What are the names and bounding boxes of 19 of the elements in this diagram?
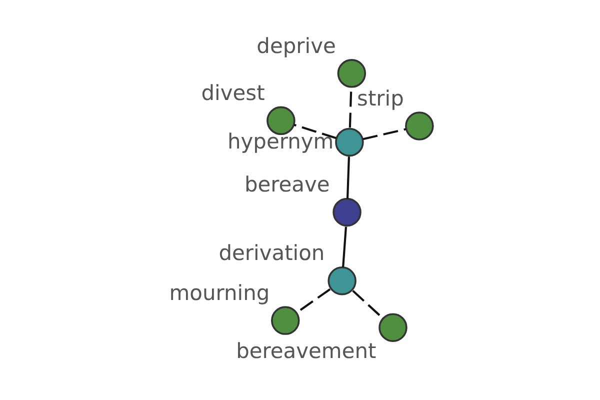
node-label: derivation	[218, 240, 325, 265]
node-circle	[378, 312, 408, 342]
connector	[346, 156, 350, 198]
node-label: divest	[201, 80, 265, 104]
node-circle	[405, 111, 434, 140]
node-circle	[337, 58, 366, 88]
node-circle	[335, 127, 364, 156]
connector	[294, 123, 337, 139]
node-circle	[328, 266, 356, 295]
node-label: bereave	[244, 172, 330, 196]
node-label: strip	[357, 86, 404, 110]
node-label: mourning	[169, 280, 270, 304]
connector	[342, 226, 348, 267]
node-label: bereavement	[236, 338, 376, 362]
node-circle	[271, 306, 300, 334]
node-label: deprive	[256, 33, 336, 58]
node-circle	[332, 197, 362, 226]
connector	[362, 128, 406, 140]
node-label: hypernym	[227, 129, 334, 154]
